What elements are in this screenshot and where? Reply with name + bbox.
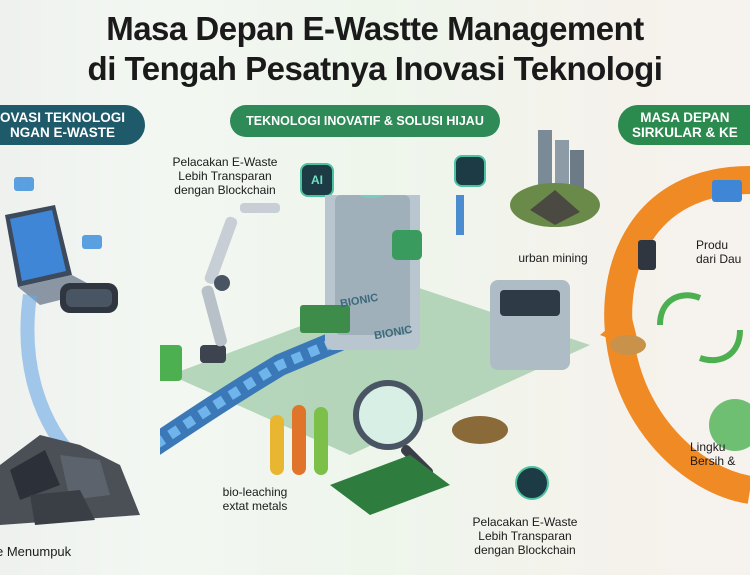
chat-bubble-icon bbox=[14, 177, 34, 191]
clean-environment-icon bbox=[709, 399, 750, 451]
circuit-board-icon bbox=[300, 305, 350, 333]
test-tubes-icon bbox=[270, 405, 328, 475]
laptop-icon bbox=[712, 180, 742, 202]
bionic-machine bbox=[325, 195, 422, 350]
circular-economy-diagram bbox=[600, 166, 750, 504]
lingkungan-label: Lingku Bersih & bbox=[690, 440, 736, 468]
robot-arm-icon bbox=[200, 203, 280, 363]
recycle-icon bbox=[657, 292, 702, 326]
dome bbox=[358, 195, 386, 198]
laptop-icon bbox=[5, 205, 100, 305]
pipe bbox=[456, 195, 464, 235]
factory-illustration bbox=[160, 195, 590, 515]
vr-headset-icon bbox=[60, 283, 118, 313]
ewaste-pile-icon bbox=[0, 435, 140, 525]
blockchain-label-top: Pelacakan E-Waste Lebih Transparan denga… bbox=[172, 155, 278, 197]
blockchain-cube-icon bbox=[454, 155, 486, 187]
right-machine bbox=[490, 280, 570, 370]
material-pile-icon bbox=[610, 335, 646, 355]
pcb-icon bbox=[330, 455, 450, 515]
recycle-icon bbox=[392, 230, 422, 260]
blockchain-label-bottom: Pelacakan E-Waste Lebih Transparan denga… bbox=[472, 515, 578, 557]
page-title-line2: di Tengah Pesatnya Inovasi Teknologi bbox=[87, 50, 663, 87]
network-icon bbox=[515, 466, 549, 500]
platform-base bbox=[170, 285, 590, 455]
ai-chip-icon: AI bbox=[300, 163, 334, 197]
center-banner: TEKNOLOGI INOVATIF & SOLUSI HIJAU bbox=[230, 105, 500, 137]
phone-icon bbox=[638, 240, 656, 270]
urban-mining-label: urban mining bbox=[518, 251, 588, 265]
left-devices-illustration bbox=[0, 177, 140, 525]
center-panel: TEKNOLOGI INOVATIF & SOLUSI HIJAU Pelaca… bbox=[160, 95, 600, 575]
bio-leaching-label: bio-leaching extat metals bbox=[222, 485, 288, 513]
produk-label: Produ dari Dau bbox=[696, 238, 742, 266]
chat-bubble-icon bbox=[82, 235, 102, 249]
recycle-bin-icon bbox=[160, 345, 182, 381]
page-title-line1: Masa Depan E-Wastte Management bbox=[106, 10, 644, 47]
urban-mining-illustration bbox=[510, 130, 600, 227]
left-bottom-label: e Menumpuk bbox=[0, 544, 72, 559]
ore-bowl-icon bbox=[452, 416, 508, 444]
